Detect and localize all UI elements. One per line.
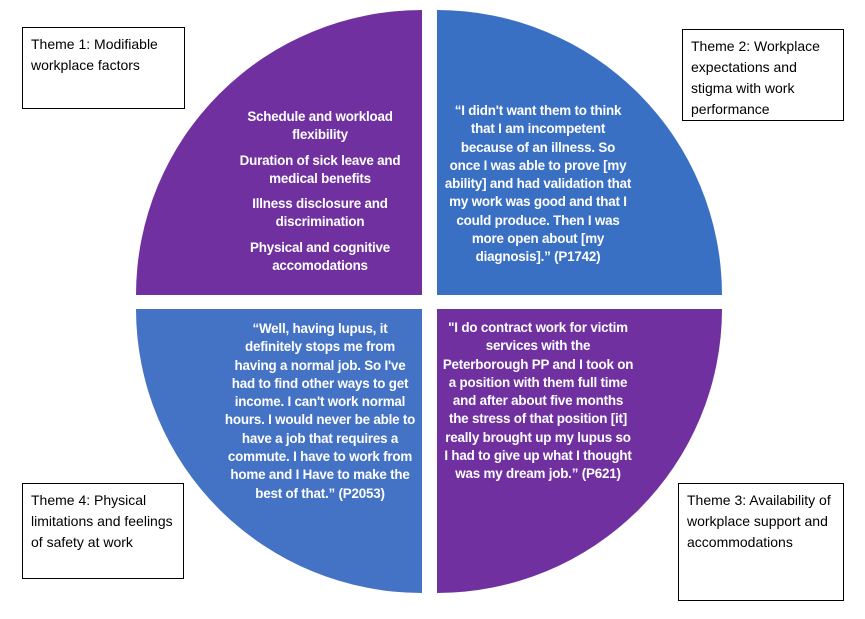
factor-item: Duration of sick leave and medical benef… (239, 152, 401, 186)
theme-3-label: Theme 3: Availability of workplace suppo… (678, 483, 844, 601)
quadrant-top-right (437, 10, 722, 295)
factor-item: Physical and cognitive accomodations (250, 239, 390, 274)
factor-item: Illness disclosure and discrimination (252, 196, 388, 230)
top-left-factors-list: Schedule and workload flexibility Durati… (222, 108, 418, 282)
theme-2-label: Theme 2: Workplace expectations and stig… (682, 29, 844, 121)
quadrant-top-left (136, 10, 422, 295)
quadrant-bottom-right (437, 309, 722, 593)
theme-4-label: Theme 4: Physical limitations and feelin… (22, 483, 184, 579)
bottom-left-quote: “Well, having lupus, it definitely stops… (224, 321, 416, 501)
quadrant-bottom-left (136, 309, 422, 593)
bottom-right-quote: "I do contract work for victim services … (442, 320, 634, 482)
factor-item: Schedule and workload flexibility (247, 109, 393, 143)
top-right-quote: “I didn't want them to think that I am i… (444, 103, 632, 265)
theme-1-label: Theme 1: Modifiable workplace factors (22, 27, 185, 109)
